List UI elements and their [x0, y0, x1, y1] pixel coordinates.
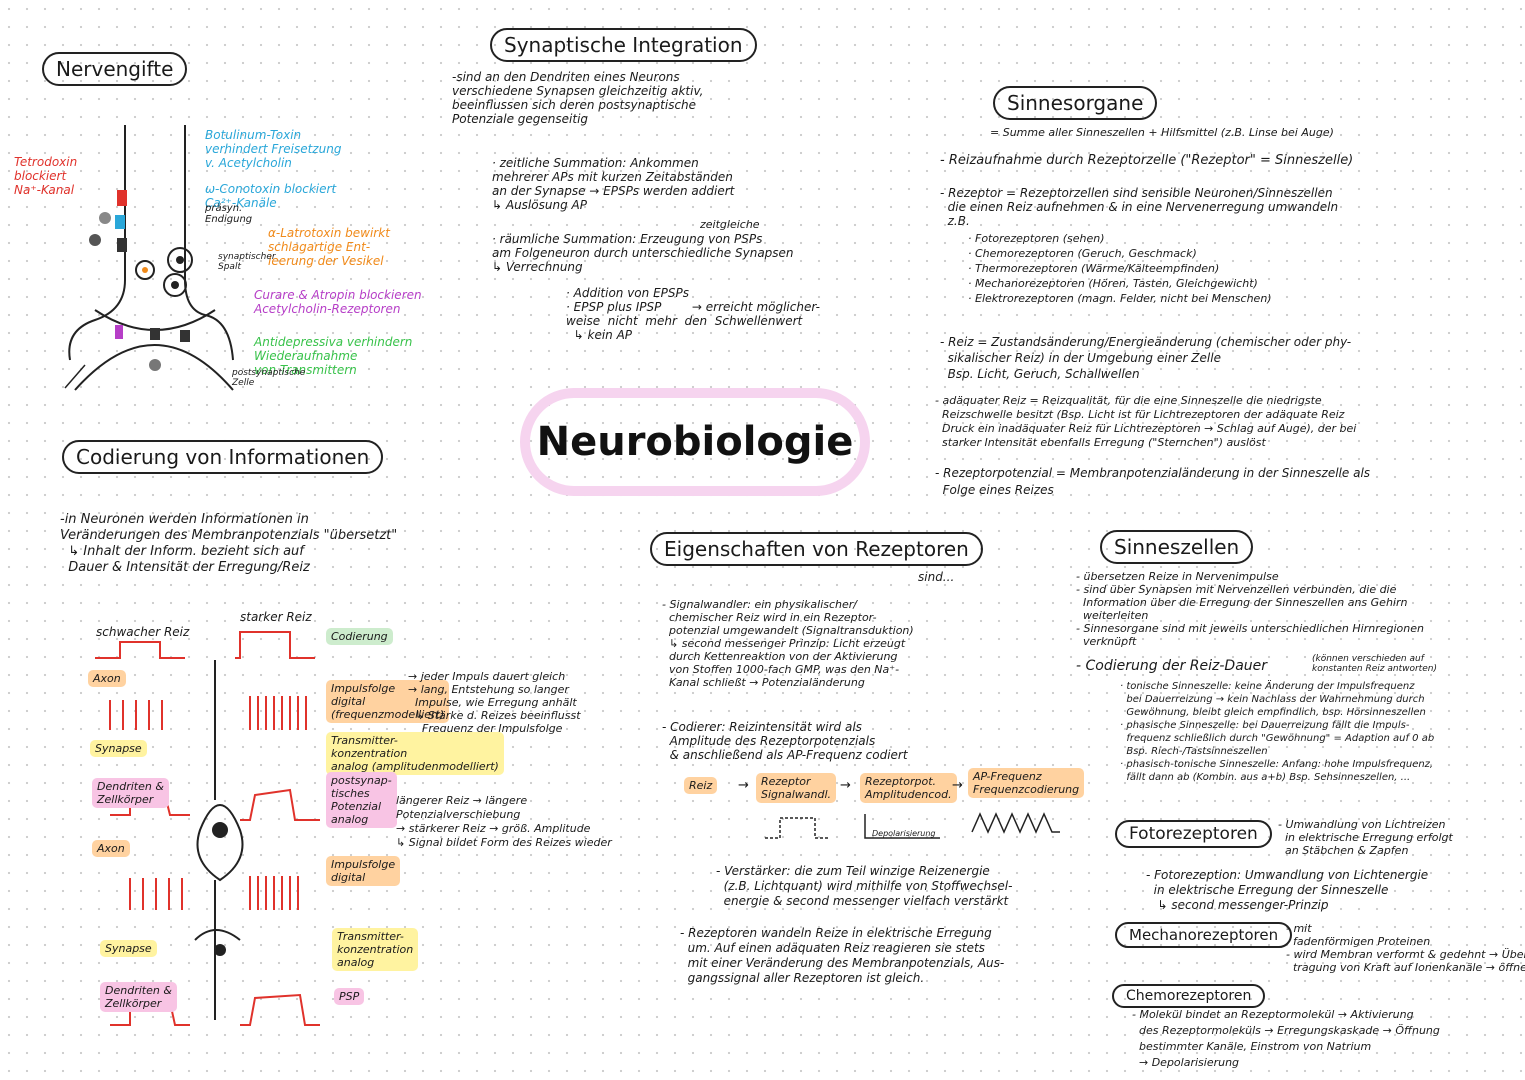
synapse-label-2: Synapse — [100, 940, 157, 957]
verstaerker-text: - Verstärker: die zum Teil winzige Reize… — [716, 864, 1013, 908]
fotorezeptoren-text: - Umwandlung von Lichtreizen in elektris… — [1278, 818, 1453, 857]
reizaufnahme: - Reizaufnahme durch Rezeptorzelle ("Rez… — [940, 153, 1354, 168]
botulinum-note: Botulinum-Toxin verhindert Freisetzung v… — [205, 128, 342, 170]
sinnesorgane-summe: = Summe aller Sinneszellen + Hilfsmittel… — [990, 126, 1334, 139]
mechanorezeptoren-heading: Mechanorezeptoren — [1115, 922, 1293, 948]
latrotoxin-note: α-Latrotoxin bewirkt schlagartige Ent- l… — [268, 226, 390, 268]
axon-label-1: Axon — [88, 670, 126, 687]
transmitter-label-2: Transmitter- konzentration analog — [332, 928, 419, 971]
synapse-label-1: Synapse — [90, 740, 147, 757]
eigenschaften-heading: Eigenschaften von Rezeptoren — [650, 532, 983, 566]
adaequat-def: - adäquater Reiz = Reizqualität, für die… — [935, 394, 1357, 449]
reizdauer-note: (können verschieden auf konstanten Reiz … — [1312, 654, 1437, 674]
postsynap-label: postsynap- tisches Potenzial analog — [326, 772, 397, 828]
rezeptorpotenzial-def: - Rezeptorpotenzial = Membranpotenzialän… — [935, 466, 1371, 497]
flow-ap: AP-Frequenz Frequenzcodierung — [968, 768, 1085, 798]
signalwandler-text: - Signalwandler: ein physikalischer/ che… — [662, 598, 914, 689]
tetrodoxin-note: Tetrodoxin blockiert Na⁺-Kanal — [14, 155, 78, 197]
reiz-def: - Reiz = Zustandsänderung/Energieänderun… — [940, 335, 1352, 381]
spalt-label: synaptischer Spalt — [218, 252, 276, 272]
fotorezeptoren-heading: Fotorezeptoren — [1115, 820, 1272, 848]
zeitliche-summation: · zeitliche Summation: Ankommen mehrerer… — [492, 156, 735, 212]
rezeptoren-wandeln-text: - Rezeptoren wandeln Reize in elektrisch… — [680, 926, 1005, 985]
sinneszellen-typen: · tonische Sinneszelle: keine Änderung d… — [1120, 681, 1435, 783]
chemorezeptoren-text: - Molekül bindet an Rezeptormolekül → Ak… — [1132, 1008, 1440, 1069]
flow-rezeptorpot: Rezeptorpot. Amplitudencod. — [860, 773, 957, 803]
conotoxin-note: ω-Conotoxin blockiert Ca²⁺-Kanäle — [205, 182, 337, 210]
flow-arrow-1: → — [738, 778, 749, 793]
addition-note: · Addition von EPSPs · EPSP plus IPSP → … — [566, 286, 820, 342]
flow-reiz: Reiz — [684, 777, 718, 794]
flow-rezeptor: Rezeptor Signalwandl. — [756, 773, 837, 803]
depolarisierung-label: Depolarisierung — [872, 829, 936, 838]
curare-note: Curare & Atropin blockieren Acetylcholin… — [254, 288, 422, 316]
flow-arrow-3: → — [952, 778, 963, 793]
impulsfolge-label-2: Impulsfolge digital — [326, 856, 401, 886]
codierung-heading: Codierung von Informationen — [62, 440, 384, 474]
rezeptor-liste: · Fotorezeptoren (sehen) · Chemorezeptor… — [968, 232, 1272, 305]
rezeptor-def: - Rezeptor = Rezeptorzellen sind sensibl… — [940, 186, 1339, 228]
codierung-diagram — [95, 631, 320, 1026]
codierung-label: Codierung — [326, 628, 393, 645]
raeumlich-zeitgleich: zeitgleiche — [700, 218, 760, 231]
fotorezeption-text: - Fotorezeption: Umwandlung von Lichtene… — [1146, 868, 1429, 912]
eigenschaften-sind: sind... — [918, 570, 955, 584]
page-title: Neurobiologie — [520, 388, 870, 496]
praesyn-label: präsyn. Endigung — [205, 203, 253, 225]
flow-arrow-2: → — [840, 778, 851, 793]
synaptische-heading: Synaptische Integration — [490, 28, 757, 62]
codierung-intro: -in Neuronen werden Informationen in Ver… — [60, 512, 398, 575]
flow-diagrams — [765, 812, 1060, 839]
laenger-text: längerer Reiz → längere Potenzialverschi… — [396, 794, 612, 849]
sinnesorgane-heading: Sinnesorgane — [993, 86, 1158, 120]
postsyn-label: postsynaptische Zelle — [232, 368, 306, 388]
raeumliche-summation: · räumliche Summation: Erzeugung von PSP… — [492, 232, 794, 274]
psp-label: PSP — [334, 988, 365, 1005]
transmitter-label: Transmitter- konzentration analog (ampli… — [326, 732, 504, 775]
synapse-diagram — [64, 125, 234, 391]
impuls-text: → jeder Impuls dauert gleich → lang, Ent… — [408, 670, 581, 735]
schwacher-reiz-label: schwacher Reiz — [96, 625, 190, 639]
sinneszellen-text: - übersetzen Reize in Nervenimpulse - si… — [1076, 570, 1424, 648]
impulsfolge-label: Impulsfolge digital (frequenzmodelliert) — [326, 680, 450, 723]
axon-label-2: Axon — [92, 840, 130, 857]
dendriten-label-2: Dendriten & Zellkörper — [100, 982, 177, 1012]
mechanorezeptoren-text: - mit fadenförmigen Proteinen - wird Mem… — [1286, 922, 1525, 974]
antidepressiva-note: Antidepressiva verhindern Wiederaufnahme… — [254, 335, 413, 377]
sinneszellen-heading: Sinneszellen — [1100, 530, 1254, 564]
nervengifte-heading: Nervengifte — [42, 52, 188, 86]
starker-reiz-label: starker Reiz — [240, 610, 312, 624]
reizdauer-heading: - Codierung der Reiz-Dauer — [1076, 658, 1268, 674]
synaptische-intro: -sind an den Dendriten eines Neurons ver… — [452, 70, 704, 126]
chemorezeptoren-heading: Chemorezeptoren — [1112, 984, 1266, 1008]
dendriten-label-1: Dendriten & Zellkörper — [92, 778, 169, 808]
codierer-text: - Codierer: Reizintensität wird als Ampl… — [662, 720, 908, 762]
